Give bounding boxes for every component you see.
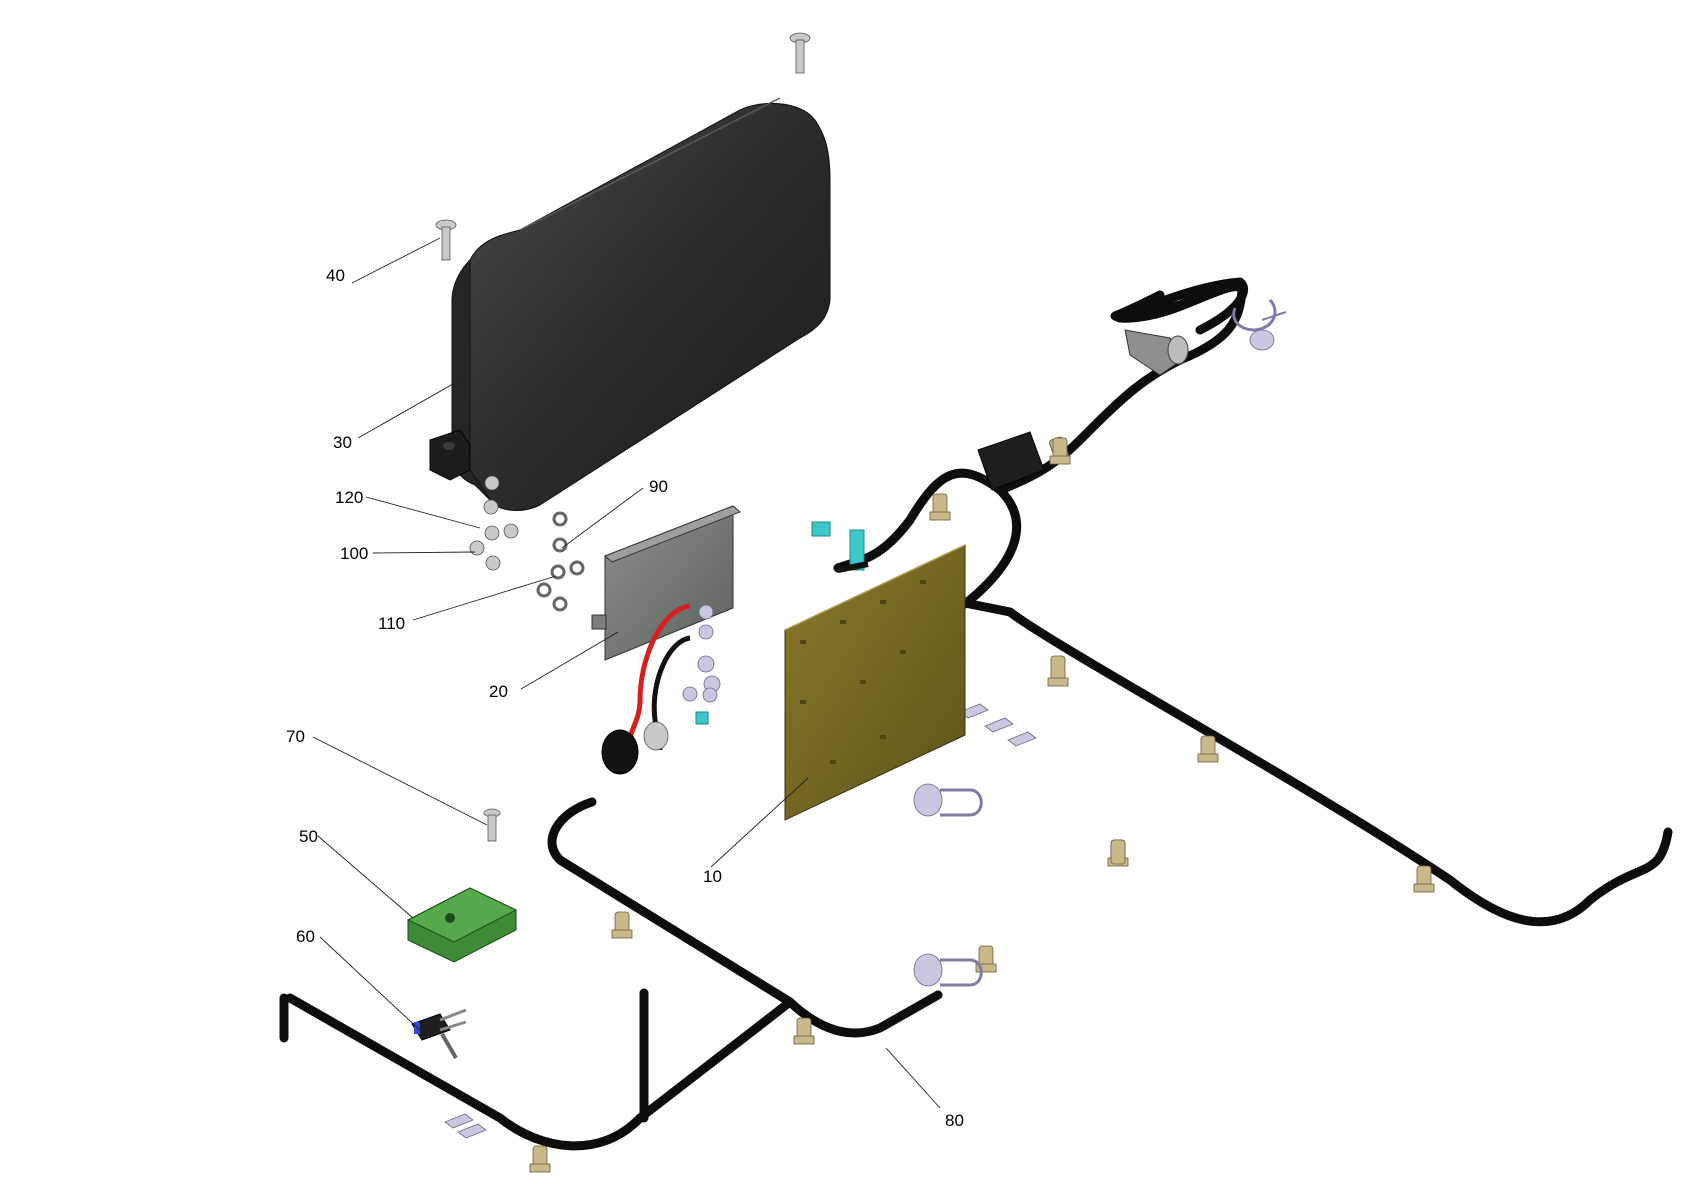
callout-120: 120 xyxy=(335,488,363,507)
harness-top-loop xyxy=(1115,277,1249,335)
harness-clip xyxy=(793,1017,815,1045)
harness-clip xyxy=(1413,865,1435,893)
relay-part-50 xyxy=(406,887,518,963)
harness-clip xyxy=(529,1145,551,1173)
bracket-part-20 xyxy=(591,505,741,661)
loose-terminals xyxy=(444,703,1037,1139)
washers-part-90 xyxy=(536,511,585,612)
switch-part-60 xyxy=(411,1008,467,1060)
u-clamp-lower xyxy=(913,953,983,987)
callout-100: 100 xyxy=(340,544,368,563)
harness-clip xyxy=(1047,655,1069,687)
callout-110: 110 xyxy=(378,614,405,633)
callout-30: 30 xyxy=(333,433,352,452)
callout-20: 20 xyxy=(489,682,508,701)
harness-clip xyxy=(975,945,997,973)
callout-80: 80 xyxy=(945,1111,964,1130)
pcb-part-10 xyxy=(784,544,966,821)
callout-50: 50 xyxy=(299,827,318,846)
harness-clip xyxy=(1197,735,1219,763)
leader-lines xyxy=(312,237,941,1109)
screw-top xyxy=(789,32,811,74)
screw-part-70 xyxy=(483,808,501,842)
u-clamp-top xyxy=(1232,298,1287,351)
screw-part-40 xyxy=(435,219,457,261)
sealed-connector xyxy=(1124,329,1189,376)
battery-cables xyxy=(601,603,721,775)
cover-part-30 xyxy=(429,97,831,511)
nuts-part-120 xyxy=(469,475,519,571)
callout-labels: 40 30 120 90 100 110 20 70 50 10 60 80 xyxy=(286,266,964,1130)
harness-clip xyxy=(929,493,951,521)
u-clamp-middle xyxy=(913,783,983,817)
callout-10: 10 xyxy=(703,867,722,886)
callout-70: 70 xyxy=(286,727,305,746)
wiring-harness xyxy=(279,281,1673,1151)
harness-clip xyxy=(611,911,633,939)
cyan-connectors xyxy=(811,521,869,573)
callout-90: 90 xyxy=(649,477,668,496)
callout-40: 40 xyxy=(326,266,345,285)
loose-harness-clip xyxy=(1110,839,1126,865)
harness-clip xyxy=(1049,437,1071,465)
callout-60: 60 xyxy=(296,927,315,946)
